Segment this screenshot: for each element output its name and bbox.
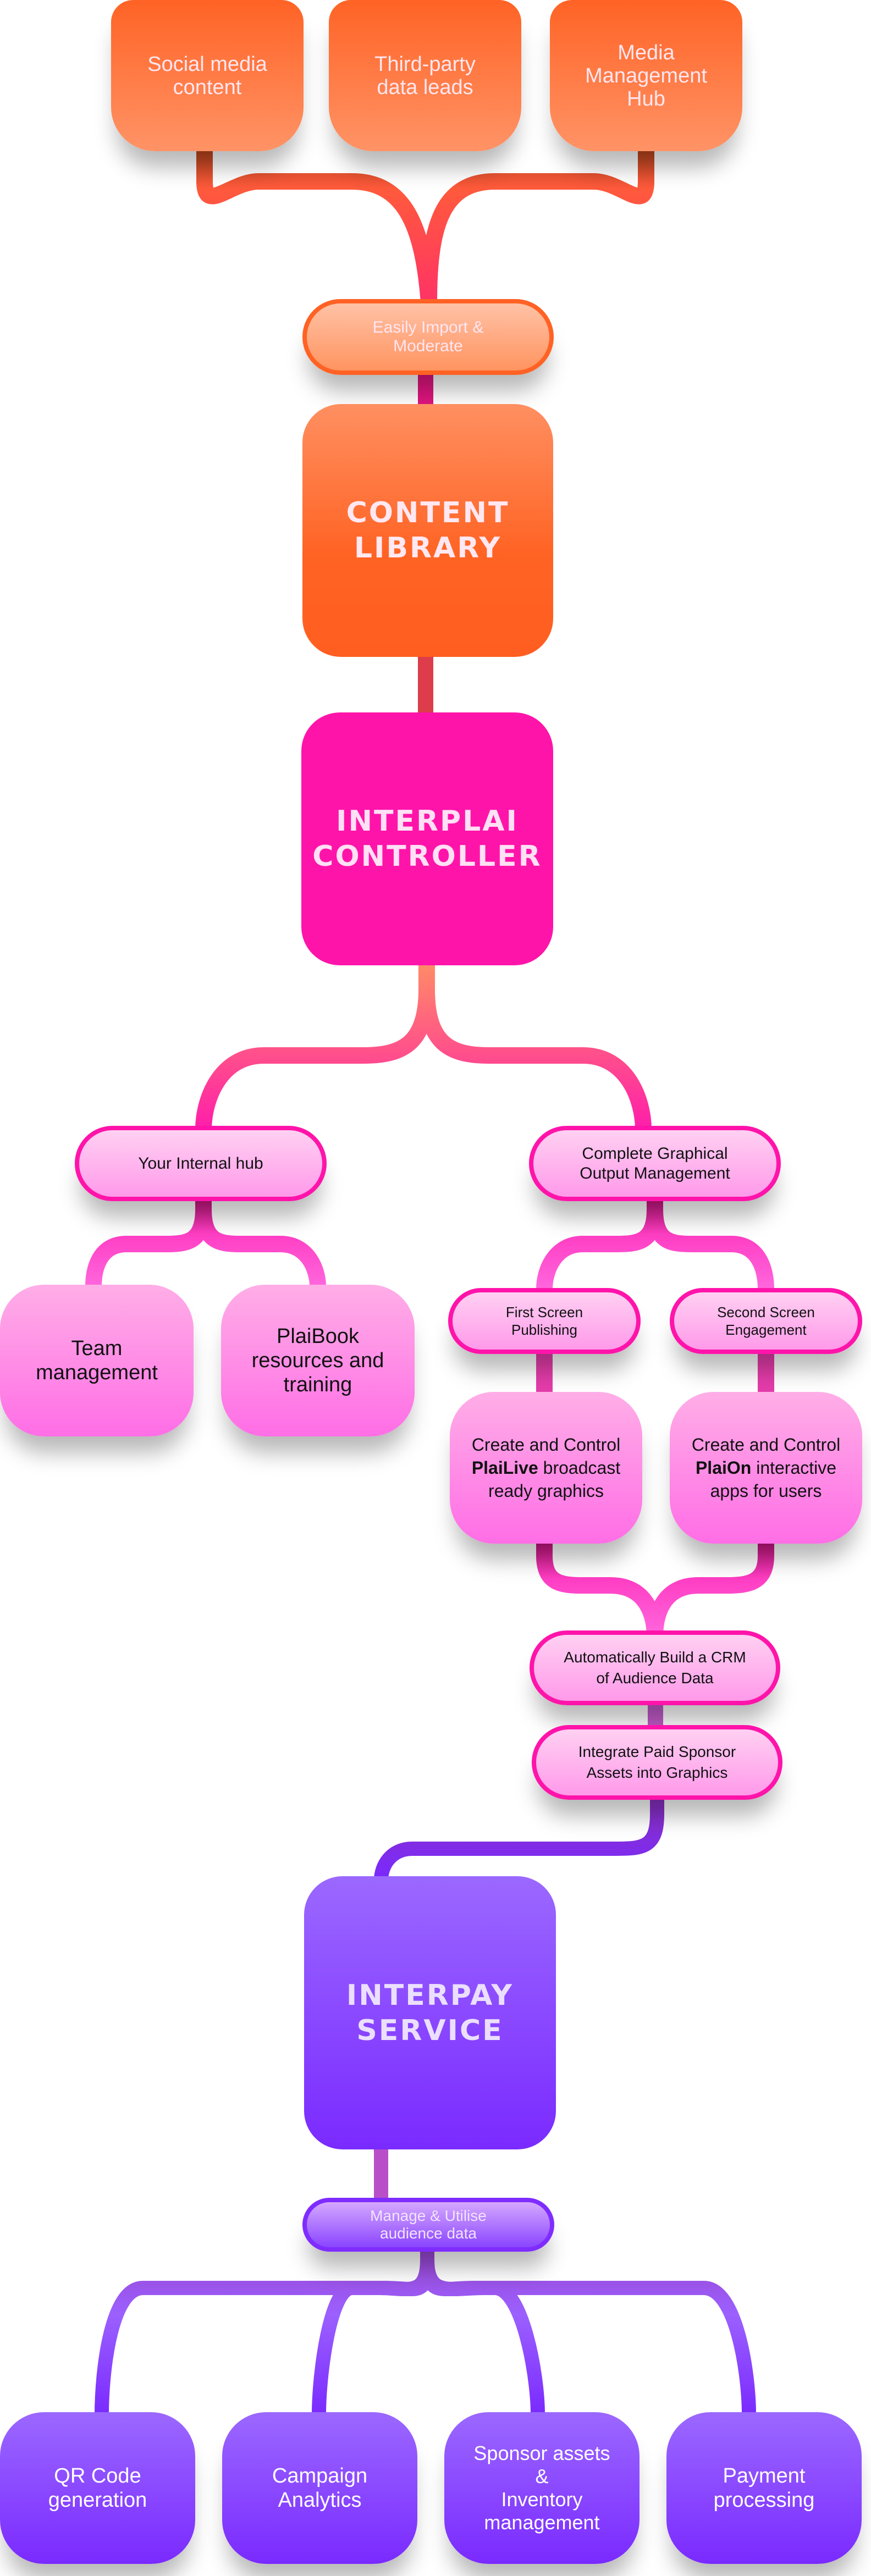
service-sponsor-inventory-label: Sponsor assets & Inventory management: [473, 2442, 610, 2534]
service-campaign-analytics-label: Campaign Analytics: [272, 2464, 368, 2512]
wire-source-3: [421, 151, 654, 303]
wire-interpay-to-audience: [374, 2147, 388, 2202]
first-screen-pill[interactable]: First Screen Publishing: [448, 1288, 641, 1354]
wire-audience-split: [95, 2248, 756, 2415]
plaion-suffix: interactive apps for users: [710, 1458, 837, 1501]
interpay-service-title: INTERPAY SERVICE: [346, 1978, 514, 2047]
wire-sponsor-to-interpay: [374, 1798, 664, 1881]
plailive-detail-box[interactable]: Create and Control PlaiLive broadcast re…: [450, 1392, 642, 1544]
plaion-prefix: Create and Control: [691, 1435, 841, 1455]
service-sponsor-inventory[interactable]: Sponsor assets & Inventory management: [444, 2412, 640, 2564]
wire-controller-split: [195, 962, 652, 1130]
import-moderate-step[interactable]: Easily Import & Moderate: [302, 299, 554, 375]
wire-internal-hub-split: [85, 1198, 326, 1287]
source-social-media-label: Social media content: [147, 52, 267, 99]
internal-hub-pill[interactable]: Your Internal hub: [75, 1126, 327, 1201]
second-screen-pill[interactable]: Second Screen Engagement: [670, 1288, 862, 1354]
plailive-brand: PlaiLive: [471, 1458, 538, 1478]
internal-hub-label: Your Internal hub: [138, 1154, 263, 1173]
source-social-media[interactable]: Social media content: [111, 0, 304, 151]
crm-step-pill[interactable]: Automatically Build a CRM of Audience Da…: [530, 1630, 780, 1705]
plailive-suffix: broadcast ready graphics: [488, 1458, 621, 1501]
service-campaign-analytics[interactable]: Campaign Analytics: [222, 2412, 417, 2564]
plaion-detail-box[interactable]: Create and Control PlaiOn interactive ap…: [670, 1392, 862, 1544]
audience-data-label: Manage & Utilise audience data: [370, 2207, 487, 2242]
team-management-label: Team management: [36, 1337, 158, 1384]
plaibook-box[interactable]: PlaiBook resources and training: [221, 1285, 415, 1436]
interplai-controller-box[interactable]: INTERPLAI CONTROLLER: [301, 712, 553, 965]
plaion-detail-text: Create and Control PlaiOn interactive ap…: [692, 1433, 840, 1502]
plailive-detail-text: Create and Control PlaiLive broadcast re…: [472, 1433, 620, 1502]
sponsor-step-pill[interactable]: Integrate Paid Sponsor Assets into Graph…: [532, 1725, 782, 1800]
sponsor-step-label: Integrate Paid Sponsor Assets into Graph…: [578, 1743, 736, 1781]
first-screen-label: First Screen Publishing: [505, 1304, 583, 1338]
wire-merge-to-crm: [536, 1542, 774, 1636]
wire-import-to-library: [418, 374, 433, 407]
wire-output-split: [536, 1198, 774, 1290]
wire-second-screen-detail: [758, 1350, 774, 1394]
output-management-label: Complete Graphical Output Management: [580, 1144, 730, 1182]
wire-sources-to-import: [196, 151, 654, 303]
service-payment-processing-label: Payment processing: [713, 2464, 815, 2512]
wire-crm-to-sponsor: [648, 1701, 663, 1729]
output-management-pill[interactable]: Complete Graphical Output Management: [529, 1126, 781, 1201]
team-management-box[interactable]: Team management: [0, 1285, 194, 1436]
second-screen-label: Second Screen Engagement: [717, 1304, 815, 1338]
crm-step-label: Automatically Build a CRM of Audience Da…: [564, 1649, 746, 1687]
service-payment-processing[interactable]: Payment processing: [666, 2412, 862, 2564]
plaibook-label: PlaiBook resources and training: [251, 1325, 384, 1396]
service-qr-code[interactable]: QR Code generation: [0, 2412, 195, 2564]
interpay-service-box[interactable]: INTERPAY SERVICE: [304, 1876, 556, 2149]
import-moderate-label: Easily Import & Moderate: [372, 318, 484, 355]
source-third-party[interactable]: Third-party data leads: [329, 0, 521, 151]
wire-source-1: [196, 151, 437, 303]
audience-data-pill[interactable]: Manage & Utilise audience data: [302, 2198, 554, 2252]
service-qr-code-label: QR Code generation: [48, 2464, 147, 2512]
source-media-hub[interactable]: Media Management Hub: [550, 0, 742, 151]
interplai-controller-title: INTERPLAI CONTROLLER: [312, 805, 542, 873]
plailive-prefix: Create and Control: [471, 1435, 621, 1455]
content-library-box[interactable]: CONTENT LIBRARY: [302, 404, 553, 657]
source-media-hub-label: Media Management Hub: [585, 41, 707, 110]
source-third-party-label: Third-party data leads: [374, 52, 476, 99]
content-library-title: CONTENT LIBRARY: [346, 496, 510, 565]
wire-first-screen-detail: [536, 1350, 553, 1394]
wire-library-to-controller: [418, 654, 433, 715]
plaion-brand: PlaiOn: [695, 1458, 752, 1478]
